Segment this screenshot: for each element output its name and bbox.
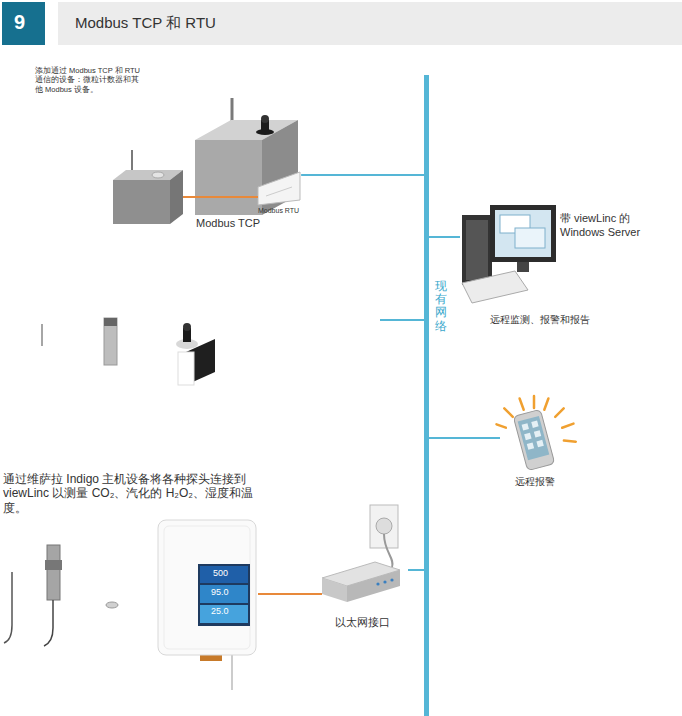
network-connector <box>258 593 322 595</box>
indigo-node: 500 95.0 25.0 <box>155 518 258 663</box>
modbus-devices: Modbus TCPModbus RTU <box>110 95 301 235</box>
network-connector <box>301 174 424 176</box>
description-text: 通过维萨拉 Indigo 主机设备将各种探头连接到 viewLinc 以测量 C… <box>3 472 253 515</box>
probes <box>4 545 118 646</box>
router-node: 以太网接口 <box>322 555 408 633</box>
phone-node: 远程报警 <box>500 385 580 493</box>
network-bus: 现有网络 <box>424 75 429 716</box>
server-computer <box>462 205 556 303</box>
modbus-device <box>113 150 183 224</box>
header-band <box>58 2 682 45</box>
server-label: 带 viewLinc 的 Windows Server <box>560 212 655 240</box>
probes <box>42 318 215 385</box>
section-number: 9 <box>14 10 25 35</box>
power-socket <box>370 505 398 567</box>
network-connector <box>408 569 424 571</box>
phone <box>513 409 555 470</box>
interface-label: 以太网接口 <box>335 616 390 630</box>
note-text: 添加通过 Modbus TCP 和 RTU 通信的设备：微粒计数器和其他 Mod… <box>35 66 143 94</box>
network-connector <box>429 236 460 238</box>
screen-value: 95.0 <box>211 587 229 598</box>
page-title: Modbus TCP 和 RTU <box>75 14 216 33</box>
port-label: Modbus RTU <box>258 207 299 216</box>
alarm-label: 远程报警 <box>515 476 555 489</box>
indigo-device <box>158 520 256 690</box>
screen-value: 500 <box>213 568 228 579</box>
screen-value: 25.0 <box>211 606 229 617</box>
ethernet-router <box>322 562 400 602</box>
device-label: Modbus TCP <box>196 217 260 231</box>
server-node: 带 viewLinc 的 Windows Server 远程监测、报警和报告 <box>460 200 665 335</box>
network-connector <box>429 437 500 439</box>
function-label: 远程监测、报警和报告 <box>490 314 615 327</box>
rtu-cable <box>183 196 258 198</box>
section-badge <box>2 2 45 45</box>
network-label: 现有网络 <box>435 280 447 333</box>
network-tap <box>380 319 424 321</box>
